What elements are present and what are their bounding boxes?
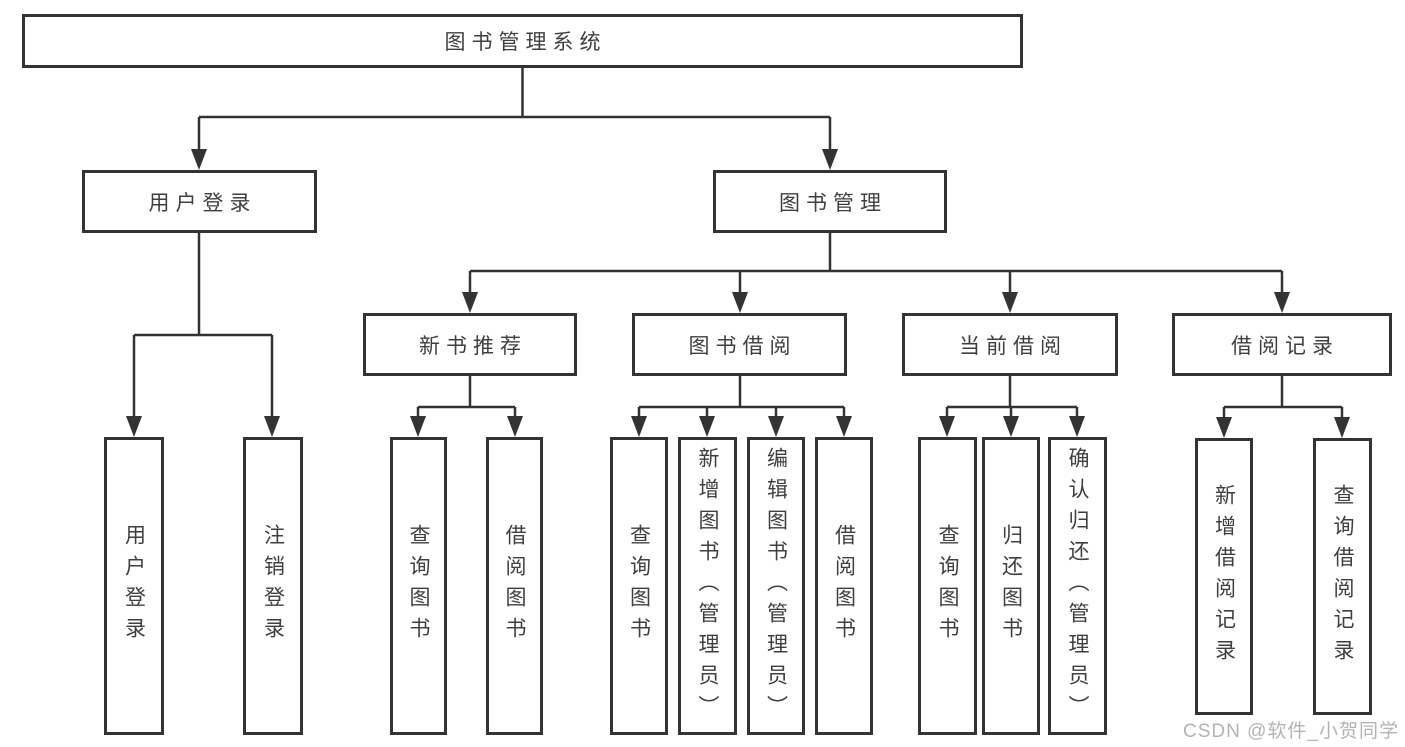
leaf-borrow-book-2: 借阅图书 [815,437,873,735]
leaf-logout-label: 注销登录 [261,524,285,648]
node-book-management-label: 图书管理 [779,191,887,215]
node-borrow-records-label: 借阅记录 [1231,334,1339,358]
node-current-borrow: 当前借阅 [902,313,1118,376]
leaf-confirm-return-label: 确认归还（管理员） [1066,446,1089,726]
node-root-label: 图书管理系统 [444,31,607,54]
leaf-query-book-2: 查询图书 [610,437,668,735]
leaf-logout: 注销登录 [243,437,303,735]
leaf-add-book: 新增图书（管理员） [678,437,737,735]
node-book-borrow: 图书借阅 [632,313,847,376]
node-book-borrow-label: 图书借阅 [688,334,797,358]
node-new-book-recommend-label: 新书推荐 [419,334,527,358]
node-borrow-records: 借阅记录 [1172,313,1392,376]
leaf-confirm-return: 确认归还（管理员） [1048,437,1107,735]
node-user-login: 用户登录 [82,170,317,233]
leaf-query-book-3: 查询图书 [918,437,977,735]
leaf-edit-book-label: 编辑图书（管理员） [764,446,788,726]
leaf-add-borrow-record-label: 新增借阅记录 [1212,483,1236,670]
leaf-query-book-3-label: 查询图书 [936,524,959,648]
leaf-add-book-label: 新增图书（管理员） [696,446,719,726]
leaf-borrow-book-1-label: 借阅图书 [503,524,526,648]
node-current-borrow-label: 当前借阅 [959,334,1067,358]
csdn-watermark: CSDN @软件_小贺同学 [1183,721,1399,742]
node-root: 图书管理系统 [22,14,1023,68]
leaf-borrow-book-1: 借阅图书 [486,437,543,735]
node-new-book-recommend: 新书推荐 [363,313,577,376]
leaf-query-book-1: 查询图书 [390,437,447,735]
leaf-query-book-1-label: 查询图书 [407,524,430,648]
node-user-login-label: 用户登录 [148,191,257,215]
node-book-management: 图书管理 [713,170,947,233]
leaf-query-borrow-record-label: 查询借阅记录 [1331,483,1354,670]
leaf-return-book: 归还图书 [982,437,1040,735]
leaf-user-login-label: 用户登录 [122,524,146,648]
arrowheads [126,149,1350,438]
leaf-user-login: 用户登录 [104,437,164,735]
leaf-borrow-book-2-label: 借阅图书 [832,524,856,648]
leaf-edit-book: 编辑图书（管理员） [747,437,805,735]
leaf-return-book-label: 归还图书 [999,524,1023,648]
leaf-query-book-2-label: 查询图书 [627,524,651,648]
leaf-query-borrow-record: 查询借阅记录 [1313,438,1372,715]
leaf-add-borrow-record: 新增借阅记录 [1195,438,1253,715]
